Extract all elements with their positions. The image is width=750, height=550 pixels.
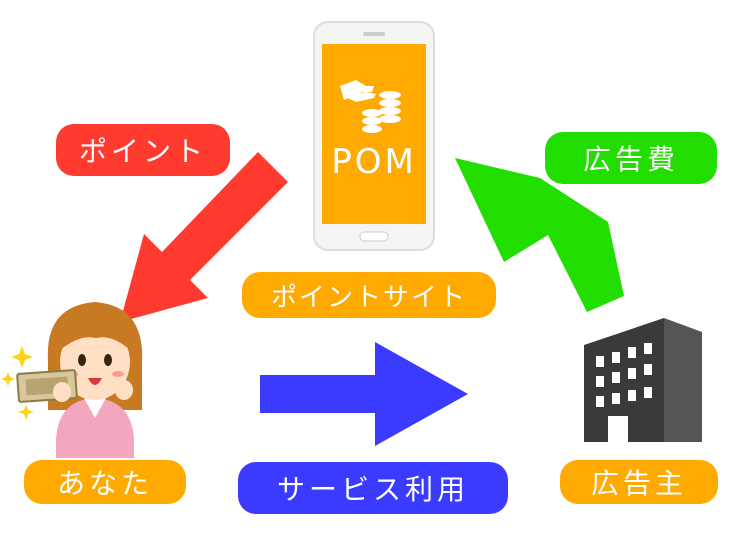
- office-building-icon: [584, 318, 702, 442]
- label-point-site: ポイントサイト: [242, 272, 496, 318]
- label-point: ポイント: [56, 124, 230, 176]
- points-arrow: [120, 152, 288, 322]
- service-arrow: [260, 342, 468, 446]
- woman-with-cash-icon: [1, 302, 143, 458]
- smartphone-icon: [313, 21, 435, 251]
- label-advertiser: 広告主: [560, 460, 718, 504]
- label-ad-fee: 広告費: [545, 132, 717, 184]
- label-you: あなた: [24, 460, 186, 504]
- hand-coins-icon: [340, 80, 401, 133]
- phone-app-name: POM: [331, 142, 417, 182]
- label-service-use: サービス利用: [238, 462, 508, 514]
- ad-fee-arrow-head-full: [455, 158, 624, 312]
